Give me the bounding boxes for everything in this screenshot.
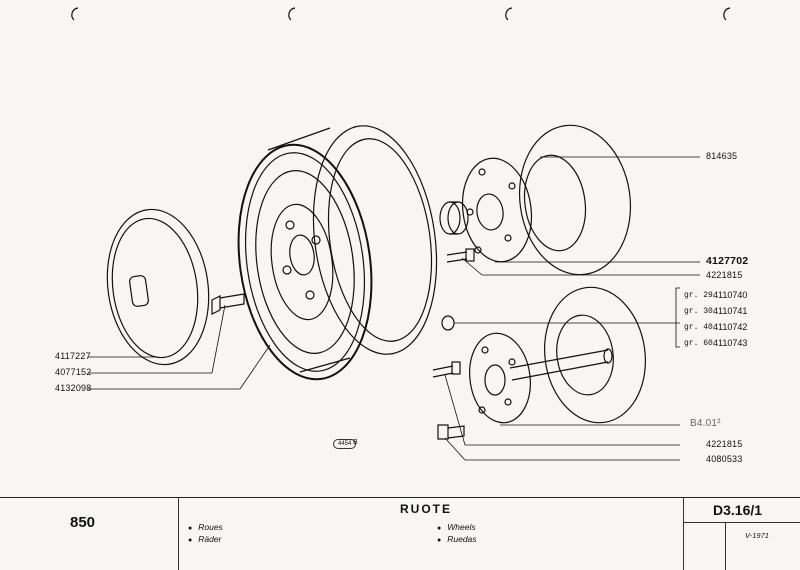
title-block: 850 RUOTE Roues Räder Wheels Ruedas D3.1… <box>0 497 800 570</box>
section-title: RUOTE <box>400 502 452 516</box>
group-part-number-4: 4110743 <box>713 338 748 348</box>
binder-hole-2 <box>288 7 296 21</box>
axle-shaft <box>509 348 613 381</box>
ref-b4012: B4.01² <box>690 418 721 429</box>
part-number-814635: 814635 <box>706 151 738 161</box>
part-number-4080533: 4080533 <box>706 454 743 464</box>
bearing-cap <box>439 201 469 235</box>
issue-date: V-1971 <box>745 531 769 540</box>
group-part-number-2: 4110741 <box>713 306 748 316</box>
nut <box>441 315 455 331</box>
title-english: Wheels <box>437 522 475 532</box>
group-label-1: gr. 29 <box>684 291 713 300</box>
wheel-rim <box>237 125 438 381</box>
title-german: Räder <box>188 534 221 544</box>
group-part-number-3: 4110742 <box>713 322 748 332</box>
wheel-bolt <box>211 293 245 315</box>
brake-drum-lower <box>543 286 647 424</box>
binder-hole-3 <box>505 7 513 21</box>
leader-lines <box>88 156 700 461</box>
group-label-2: gr. 30 <box>684 307 713 316</box>
wheel-stud-lower <box>432 361 461 378</box>
group-label-3: gr. 40 <box>684 323 713 332</box>
title-spanish: Ruedas <box>437 534 476 544</box>
binder-hole-1 <box>71 7 79 21</box>
binder-hole-4 <box>723 7 731 21</box>
stamp: 4454 <box>333 439 357 449</box>
hub-cap <box>106 208 210 366</box>
brake-drum-upper <box>518 124 632 276</box>
part-number-4117227: 4117227 <box>55 351 91 361</box>
group-label-4: gr. 60 <box>684 339 713 348</box>
part-number-4127702: 4127702 <box>706 255 749 267</box>
page-code: D3.16/1 <box>713 502 763 518</box>
title-french: Roues <box>188 522 223 532</box>
wheel-stud-upper <box>446 248 475 263</box>
part-number-4221815-lower: 4221815 <box>706 439 743 449</box>
part-number-4132098: 4132098 <box>55 383 92 393</box>
model-number: 850 <box>70 514 96 531</box>
group-part-number-1: 4110740 <box>713 290 748 300</box>
hub-flange-lower <box>469 332 531 424</box>
stamp-suffix: B <box>353 439 358 446</box>
part-number-4077152: 4077152 <box>55 367 92 377</box>
bolt-lower <box>437 424 465 440</box>
part-number-4221815-upper: 4221815 <box>706 270 743 280</box>
